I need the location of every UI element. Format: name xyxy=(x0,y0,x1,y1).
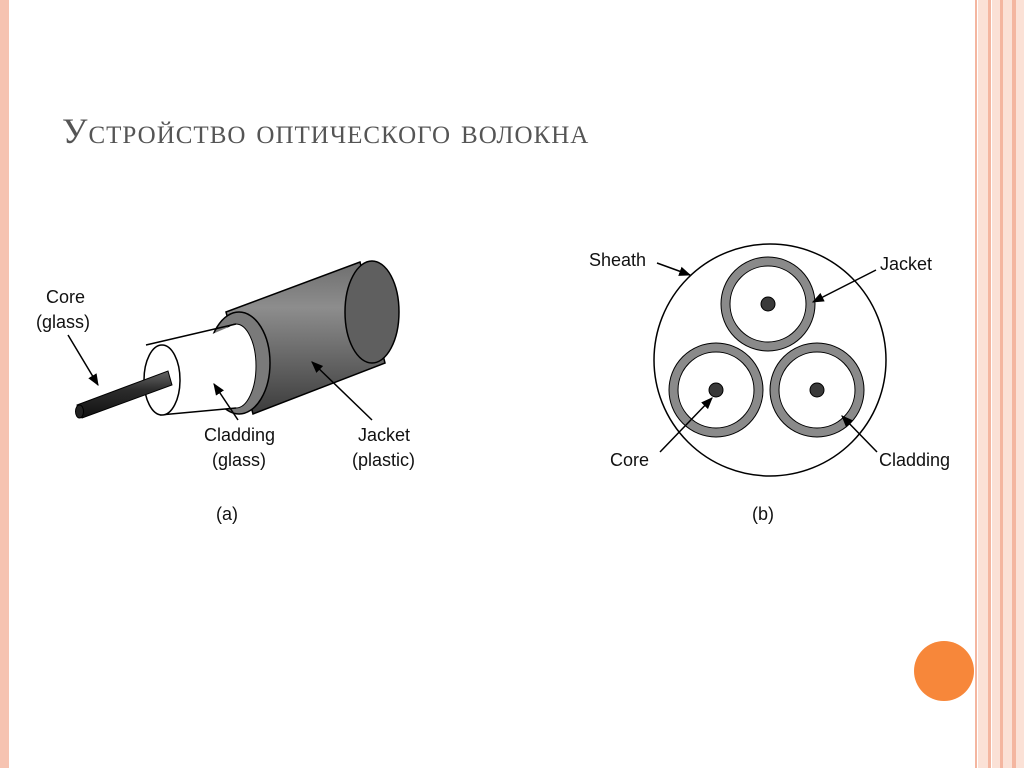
figure-b-cross-section xyxy=(653,243,887,477)
slide-title: Устройство оптического волокна xyxy=(62,111,590,151)
arrow-jacket-a xyxy=(311,361,373,421)
label-core-a-line1: Core xyxy=(46,287,85,307)
label-core-a-line2: (glass) xyxy=(36,312,90,332)
fiber-right xyxy=(769,342,865,438)
arrow-core-b xyxy=(659,397,713,453)
label-jacket-b: Jacket xyxy=(880,254,932,274)
fiber-diagrams: Core (glass) Cladding (glass) Jacket (pl… xyxy=(36,243,950,524)
core-rod xyxy=(75,370,173,419)
fiber-top xyxy=(720,256,816,352)
label-cladding-a-line1: Cladding xyxy=(204,425,275,445)
cladding-cylinder xyxy=(143,323,237,416)
slide-frame-right xyxy=(975,0,1024,768)
label-jacket-a-line2: (plastic) xyxy=(352,450,415,470)
label-jacket-a-line1: Jacket xyxy=(358,425,410,445)
caption-a: (a) xyxy=(216,504,238,524)
label-cladding-a-line2: (glass) xyxy=(212,450,266,470)
caption-b: (b) xyxy=(752,504,774,524)
decorative-orange-dot xyxy=(914,641,974,701)
arrow-cladding-a xyxy=(213,383,239,421)
arrow-sheath-b xyxy=(656,262,692,276)
label-core-b: Core xyxy=(610,450,649,470)
jacket-cylinder xyxy=(207,260,400,416)
fiber-left xyxy=(668,342,764,438)
label-sheath-b: Sheath xyxy=(589,250,646,270)
arrow-core-a xyxy=(67,334,99,387)
figure-a-cable xyxy=(75,260,400,419)
arrow-jacket-b xyxy=(811,269,877,303)
label-cladding-b: Cladding xyxy=(879,450,950,470)
arrow-cladding-b xyxy=(841,415,878,453)
slide-frame-left xyxy=(0,0,9,768)
